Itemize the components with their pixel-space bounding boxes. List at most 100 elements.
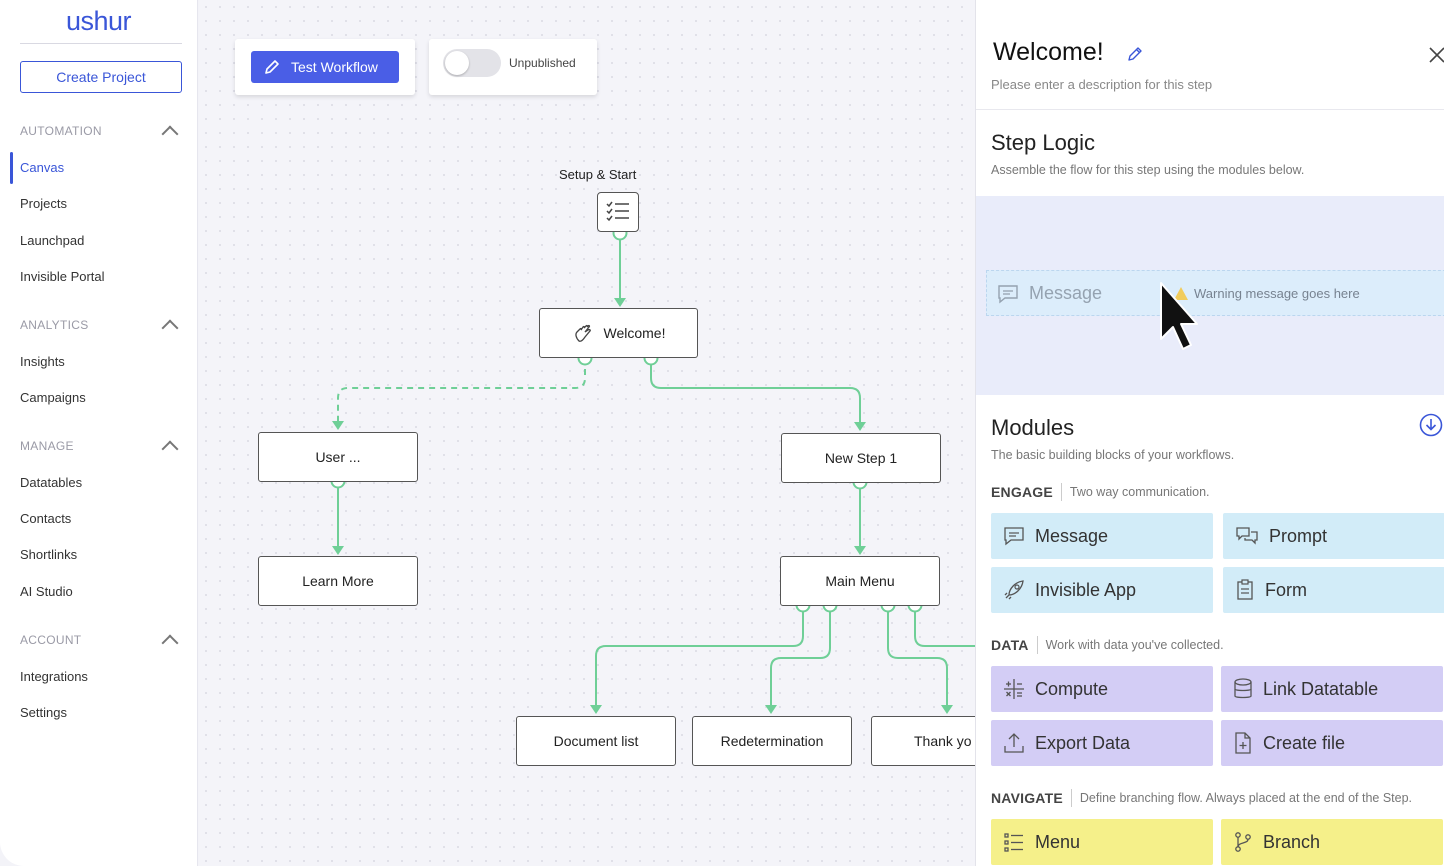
list-menu-icon — [1004, 833, 1023, 852]
module-prompt[interactable]: Prompt — [1223, 513, 1444, 559]
node-main-menu[interactable]: Main Menu — [780, 556, 940, 606]
calculator-icon — [1004, 679, 1024, 699]
message-icon — [1004, 527, 1024, 546]
node-new-step-1[interactable]: New Step 1 — [781, 433, 941, 483]
node-label: Welcome! — [603, 325, 666, 341]
download-circle-icon[interactable] — [1419, 413, 1443, 437]
node-learn-more[interactable]: Learn More — [258, 556, 418, 606]
module-invisible-app[interactable]: Invisible App — [991, 567, 1213, 613]
step-logic-drop-zone[interactable]: Message Warning message goes here — [976, 196, 1444, 395]
clipboard-icon — [1237, 579, 1253, 600]
warning-message: Warning message goes here — [1194, 286, 1360, 301]
module-form[interactable]: Form — [1223, 567, 1444, 613]
git-branch-icon — [1235, 832, 1251, 852]
publish-status: Unpublished — [509, 56, 576, 70]
pencil-icon — [265, 60, 279, 74]
node-redetermination[interactable]: Redetermination — [692, 716, 852, 766]
sidebar-item-settings[interactable]: Settings — [20, 705, 67, 720]
module-export-data[interactable]: Export Data — [991, 720, 1213, 766]
sidebar-item-ai-studio[interactable]: AI Studio — [20, 584, 73, 599]
step-logic-title: Step Logic — [991, 130, 1095, 155]
create-project-button[interactable]: Create Project — [20, 61, 182, 93]
node-user[interactable]: User ... — [258, 432, 418, 482]
sidebar-item-shortlinks[interactable]: Shortlinks — [20, 547, 78, 562]
node-thank-you[interactable]: Thank yo — [871, 716, 975, 766]
ushur-logo[interactable]: ushur — [66, 6, 132, 36]
module-menu[interactable]: Menu — [991, 819, 1213, 865]
chevron-up-icon[interactable] — [161, 634, 179, 652]
module-label: Branch — [1263, 831, 1321, 852]
module-label: Create file — [1263, 732, 1346, 753]
add-file-icon — [1235, 732, 1251, 754]
node-document-list[interactable]: Document list — [516, 716, 676, 766]
step-panel: Welcome! Please enter a description for … — [975, 0, 1444, 866]
test-workflow-card: Test Workflow — [235, 39, 415, 95]
dragging-module-label: Message — [1029, 283, 1103, 303]
module-label: Menu — [1035, 831, 1081, 852]
checklist-icon — [606, 201, 629, 222]
divider — [1036, 636, 1038, 654]
message-icon — [998, 285, 1018, 304]
sidebar-item-projects[interactable]: Projects — [20, 196, 67, 211]
test-workflow-button[interactable]: Test Workflow — [251, 51, 399, 83]
section-title: AUTOMATION — [20, 124, 102, 138]
chevron-up-icon[interactable] — [161, 440, 179, 458]
group-name: DATA — [991, 637, 1029, 653]
module-branch[interactable]: Branch — [1221, 819, 1443, 865]
section-account[interactable]: ACCOUNT — [20, 631, 180, 652]
sidebar-item-campaigns[interactable]: Campaigns — [20, 390, 86, 405]
step-description[interactable]: Please enter a description for this step — [991, 77, 1213, 92]
sidebar-item-invisible-portal[interactable]: Invisible Portal — [20, 269, 105, 284]
section-manage[interactable]: MANAGE — [20, 437, 180, 458]
mouse-pointer-icon — [1160, 282, 1198, 350]
group-data-header: DATA Work with data you've collected. — [991, 636, 1224, 654]
sidebar-item-launchpad[interactable]: Launchpad — [20, 233, 85, 248]
module-label: Message — [1035, 525, 1109, 546]
sidebar-item-integrations[interactable]: Integrations — [20, 669, 88, 684]
step-title[interactable]: Welcome! — [993, 38, 1104, 66]
sidebar-item-datatables[interactable]: Datatables — [20, 475, 83, 490]
section-automation[interactable]: AUTOMATION — [20, 122, 180, 143]
node-welcome[interactable]: Welcome! — [539, 308, 698, 358]
dragging-message-module[interactable]: Message Warning message goes here — [986, 270, 1444, 316]
module-label: Invisible App — [1035, 579, 1137, 600]
section-title: ANALYTICS — [20, 318, 89, 332]
sidebar-item-canvas[interactable]: Canvas — [20, 160, 65, 175]
sidebar: ushur Create Project AUTOMATION Canvas P… — [0, 0, 198, 866]
module-label: Export Data — [1035, 732, 1131, 753]
publish-toggle-card: Unpublished — [429, 39, 597, 95]
publish-toggle[interactable] — [443, 49, 501, 77]
wave-hand-icon — [574, 324, 591, 342]
divider — [1060, 483, 1062, 501]
divider — [20, 43, 182, 44]
module-link-datatable[interactable]: Link Datatable — [1221, 666, 1443, 712]
setup-start-node[interactable] — [597, 192, 639, 232]
group-description: Define branching flow. Always placed at … — [1079, 791, 1413, 805]
close-icon[interactable] — [1428, 46, 1444, 64]
step-logic-subtitle: Assemble the flow for this step using th… — [991, 163, 1305, 177]
module-label: Prompt — [1269, 525, 1328, 546]
divider — [1070, 789, 1072, 807]
group-engage-header: ENGAGE Two way communication. — [991, 483, 1210, 501]
test-workflow-label: Test Workflow — [291, 59, 378, 75]
section-title: ACCOUNT — [20, 633, 82, 647]
workflow-canvas[interactable]: Test Workflow Unpublished — [199, 0, 975, 866]
upload-icon — [1004, 733, 1024, 753]
sidebar-item-insights[interactable]: Insights — [20, 354, 65, 369]
section-title: MANAGE — [20, 439, 74, 453]
module-label: Compute — [1035, 678, 1109, 699]
modules-title: Modules — [991, 415, 1075, 440]
module-create-file[interactable]: Create file — [1221, 720, 1443, 766]
group-name: NAVIGATE — [991, 790, 1063, 806]
active-indicator — [10, 152, 13, 184]
sidebar-item-contacts[interactable]: Contacts — [20, 511, 72, 526]
rocket-icon — [1004, 580, 1024, 600]
group-name: ENGAGE — [991, 484, 1053, 500]
section-analytics[interactable]: ANALYTICS — [20, 316, 180, 337]
chevron-up-icon[interactable] — [161, 125, 179, 143]
module-message[interactable]: Message — [991, 513, 1213, 559]
edit-pencil-icon[interactable] — [1127, 46, 1143, 62]
module-label: Link Datatable — [1263, 678, 1379, 699]
module-compute[interactable]: Compute — [991, 666, 1213, 712]
chevron-up-icon[interactable] — [161, 319, 179, 337]
